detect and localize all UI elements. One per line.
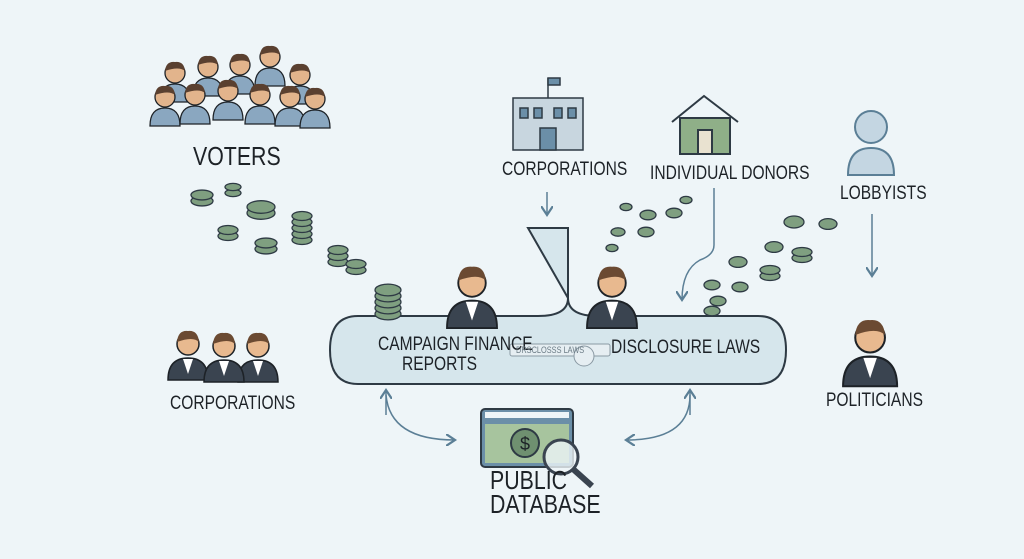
coin-icon [254,237,278,249]
disclosure-tag-label: DRSCLOSSS LAWS [516,345,585,355]
coin-icon [190,189,214,201]
campaign-finance-line1: CAMPAIGN FINANCE [378,334,533,355]
coin-icon [327,244,349,256]
coin-icon [665,207,683,219]
coin-icon [731,281,749,293]
magnifier-icon [542,438,595,489]
coin-icon [605,243,619,253]
lobbyists-label: LOBBYISTS [840,183,927,204]
coin-icon [764,240,784,254]
arrow-laws-database [626,394,691,440]
coin-icon [619,202,633,212]
arrow-donors-down [682,188,715,300]
coin-icon [291,210,313,222]
coin-icon [345,258,367,270]
coin-icon [783,215,805,229]
tag-ring [573,345,595,367]
coin-icon [818,217,838,231]
arrow-reports-database [385,394,455,440]
coin-icon [728,255,748,269]
coin-icon [639,209,657,221]
man-official-icon [586,265,638,329]
corporations-left-label: CORPORATIONS [170,393,296,414]
campaign-finance-reports-label: CAMPAIGN FINANCE REPORTS [378,334,533,375]
politicians-label: POLITICIANS [826,390,923,411]
voters-crowd-icon [149,45,331,129]
coin-icon [374,283,402,297]
coin-icon [709,295,727,307]
coin-icon [610,227,626,237]
voters-label: VOTERS [193,141,281,171]
lobbyist-icon [846,110,896,176]
public-database-label: PUBLIC DATABASE [490,465,601,519]
public-database-line2: DATABASE [490,489,601,519]
politician-icon [842,318,899,388]
coin-icon [224,182,242,192]
corporation-building-icon [512,77,584,151]
money-coins [190,182,838,321]
coin-icon [679,195,693,205]
coin-icon [217,224,239,236]
coin-icon [637,226,655,238]
coin-icon [759,264,781,276]
individual-donors-label: INDIVIDUAL DONORS [650,163,810,184]
campaign-finance-line2: REPORTS [401,354,478,375]
woman-official-icon [446,265,498,329]
disclosure-laws-label: DISCLOSURE LAWS [611,337,761,358]
corporations-group-icon [167,330,279,383]
coin-icon [246,200,276,214]
coin-icon [703,305,721,317]
coin-icon [703,279,721,291]
coin-icon [791,246,813,258]
svg-text:$: $ [520,434,530,454]
public-database-line1: PUBLIC [490,465,568,495]
corporations-top-label: CORPORATIONS [502,159,628,180]
house-icon [671,94,739,155]
